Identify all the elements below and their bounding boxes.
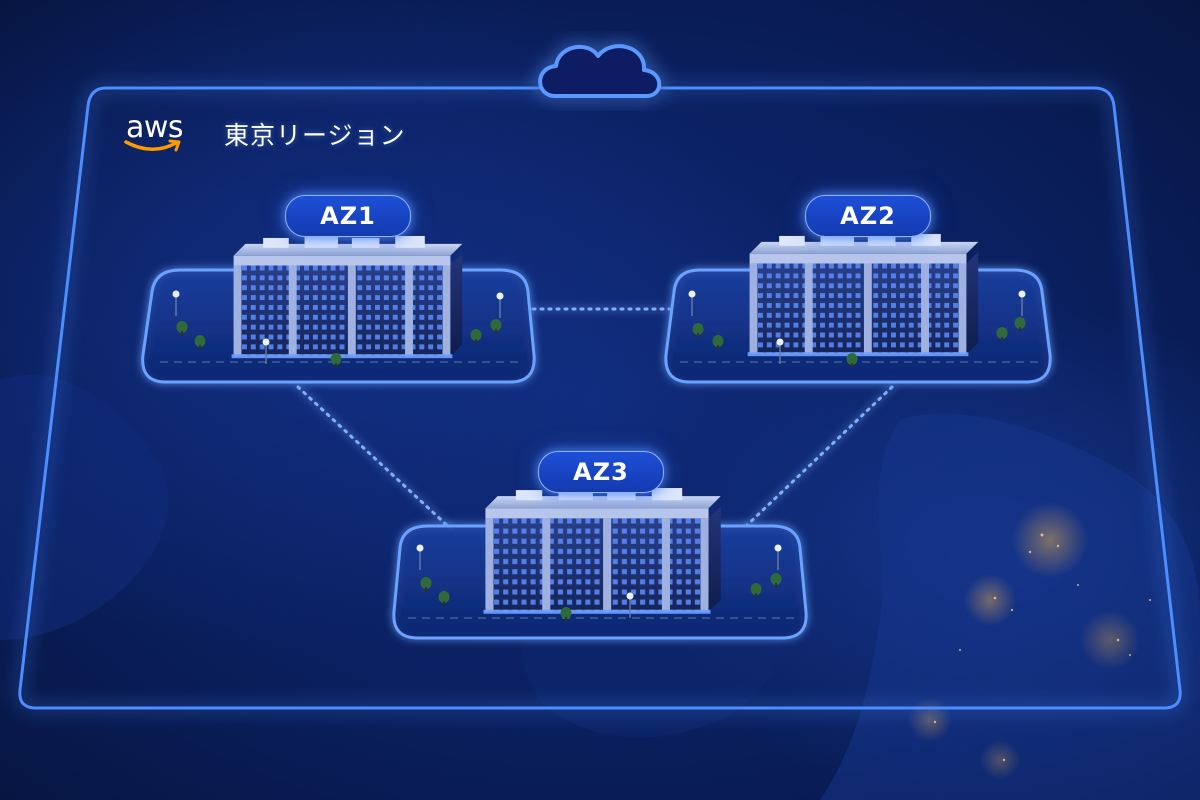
city-lights: [908, 502, 1151, 780]
az3-label: AZ3: [538, 451, 664, 493]
az2-label: AZ2: [805, 195, 931, 237]
cloud-icon: [538, 44, 662, 98]
az1-label: AZ1: [285, 195, 411, 237]
az2-building-icon: [747, 233, 979, 357]
aws-logo-icon: aws: [124, 112, 200, 156]
region-header: aws 東京リージョン: [124, 112, 406, 156]
aws-smile-icon: [124, 139, 181, 152]
region-boundary: [18, 86, 1182, 710]
region-title: 東京リージョン: [224, 121, 406, 150]
az3-site: [392, 488, 808, 640]
az1-site: [141, 235, 536, 384]
az-connections: [296, 307, 894, 532]
az2-site: [664, 233, 1052, 384]
az3-building-icon: [483, 488, 721, 614]
aws-logo-text: aws: [126, 110, 184, 145]
